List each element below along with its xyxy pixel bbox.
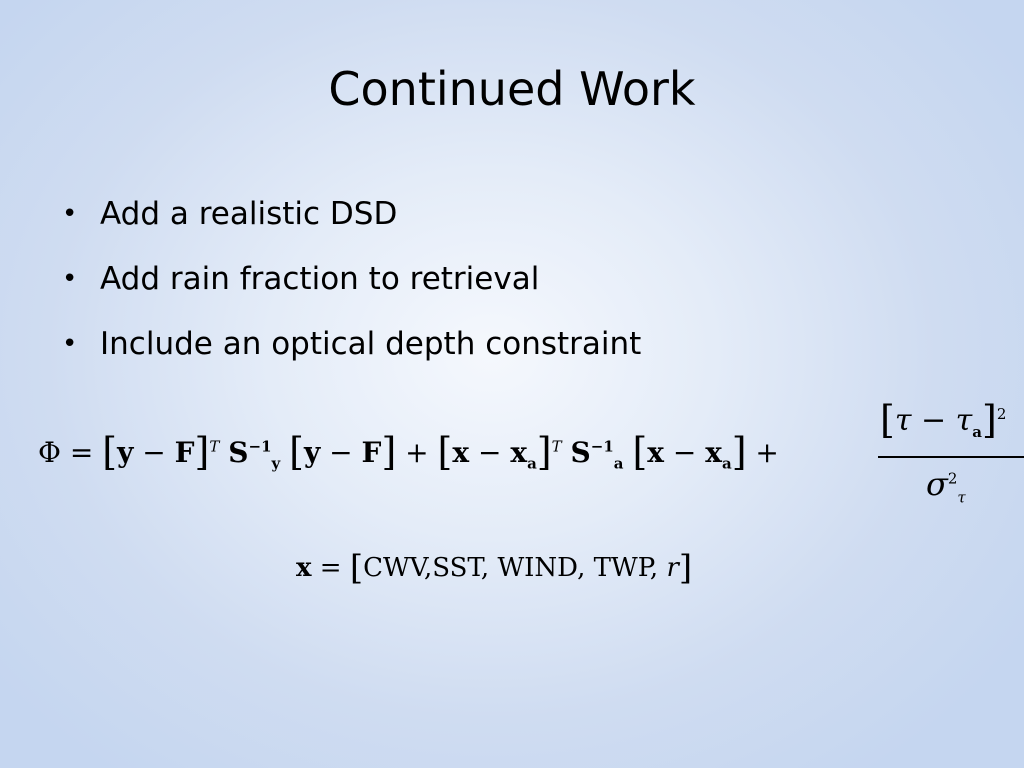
state-vector-equation: x = [CWV,SST, WIND, TWP, r] xyxy=(296,548,693,588)
bullet-text: Include an optical depth constraint xyxy=(100,326,642,362)
bullet-text: Add rain fraction to retrieval xyxy=(100,261,540,297)
bullet-item: • Add rain fraction to retrieval xyxy=(60,255,641,320)
slide-title: Continued Work xyxy=(328,62,696,116)
fraction-bar xyxy=(878,456,1024,458)
bullet-text: Add a realistic DSD xyxy=(100,196,398,232)
fraction-numerator: [τ − τa]2 xyxy=(880,398,1007,442)
optical-depth-fraction: [τ − τa]2 σ2τ xyxy=(878,398,1024,508)
cost-function-equation: Φ = [y − F]T S−1y [y − F] + [x − xa]T S−… xyxy=(38,398,1024,518)
bullet-item: • Include an optical depth constraint xyxy=(60,320,641,385)
bullet-dot-icon: • xyxy=(62,264,78,294)
bullet-list: • Add a realistic DSD • Add rain fractio… xyxy=(60,190,641,385)
bullet-item: • Add a realistic DSD xyxy=(60,190,641,255)
bullet-dot-icon: • xyxy=(62,329,78,359)
fraction-denominator: σ2τ xyxy=(926,465,966,507)
bullet-dot-icon: • xyxy=(62,199,78,229)
cost-function-terms: Φ = [y − F]T S−1y [y − F] + [x − xa]T S−… xyxy=(38,430,779,474)
